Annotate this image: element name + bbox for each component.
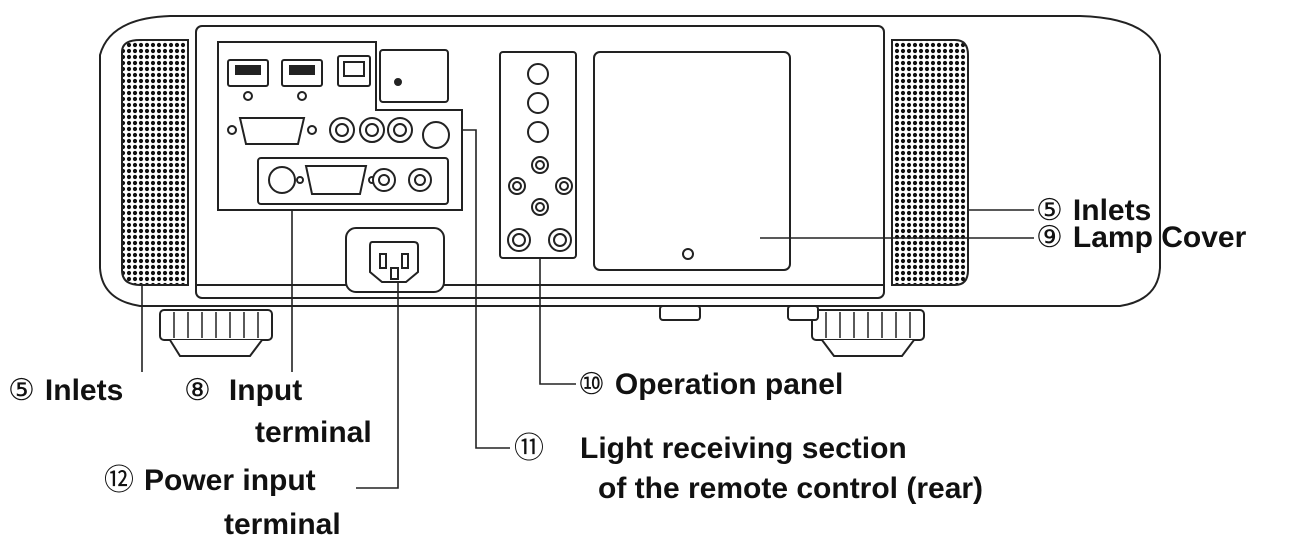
label-inlets-right: ⑤ Inlets xyxy=(1036,194,1151,228)
rs232-port xyxy=(227,117,317,145)
label-lamp-cover: ⑨ Lamp Cover xyxy=(1036,221,1246,255)
label-num: ⑨ xyxy=(1036,221,1063,254)
left-inlet-grille xyxy=(121,39,189,286)
label-inlets-left: ⑤ Inlets xyxy=(8,374,123,408)
label-num: ⑪ xyxy=(514,432,544,465)
label-num: ⑤ xyxy=(1036,194,1063,227)
lan-port xyxy=(337,55,371,87)
left-foot xyxy=(159,309,273,357)
lower-connectors xyxy=(257,157,449,205)
rca-jacks xyxy=(329,117,413,143)
label-input-terminal: ⑧ Input xyxy=(184,374,302,408)
hdmi-ports xyxy=(227,59,323,101)
label-light-receiving-line2: of the remote control (rear) xyxy=(598,472,984,505)
label-light-receiving: ⑪ Light receiving section xyxy=(514,432,907,466)
leader-lines xyxy=(141,129,1034,489)
right-foot xyxy=(811,309,925,357)
ir-receiver xyxy=(422,121,450,149)
center-feet xyxy=(659,305,819,321)
label-num: ⑫ xyxy=(104,464,134,497)
label-text: Power input xyxy=(144,464,316,497)
label-text: Lamp Cover xyxy=(1072,221,1247,254)
label-power-input: ⑫ Power input xyxy=(104,464,316,498)
lamp-cover xyxy=(593,51,791,271)
label-text: Inlets xyxy=(1072,194,1152,227)
power-inlet xyxy=(345,227,445,293)
label-text: Inlets xyxy=(44,374,124,407)
label-text: Light receiving section xyxy=(580,432,907,465)
label-operation-panel: ⑩ Operation panel xyxy=(578,368,843,402)
label-power-input-line2: terminal xyxy=(224,508,341,541)
label-text: Input xyxy=(228,374,303,407)
input-terminal-box xyxy=(217,41,463,211)
label-num: ⑧ xyxy=(184,374,211,407)
right-inlet-grille xyxy=(891,39,969,286)
label-num: ⑤ xyxy=(8,374,35,407)
label-text: Operation panel xyxy=(614,368,844,401)
label-input-terminal-line2: terminal xyxy=(255,416,372,449)
label-num: ⑩ xyxy=(578,368,605,401)
operation-panel xyxy=(499,51,577,259)
upper-slot xyxy=(379,49,449,103)
